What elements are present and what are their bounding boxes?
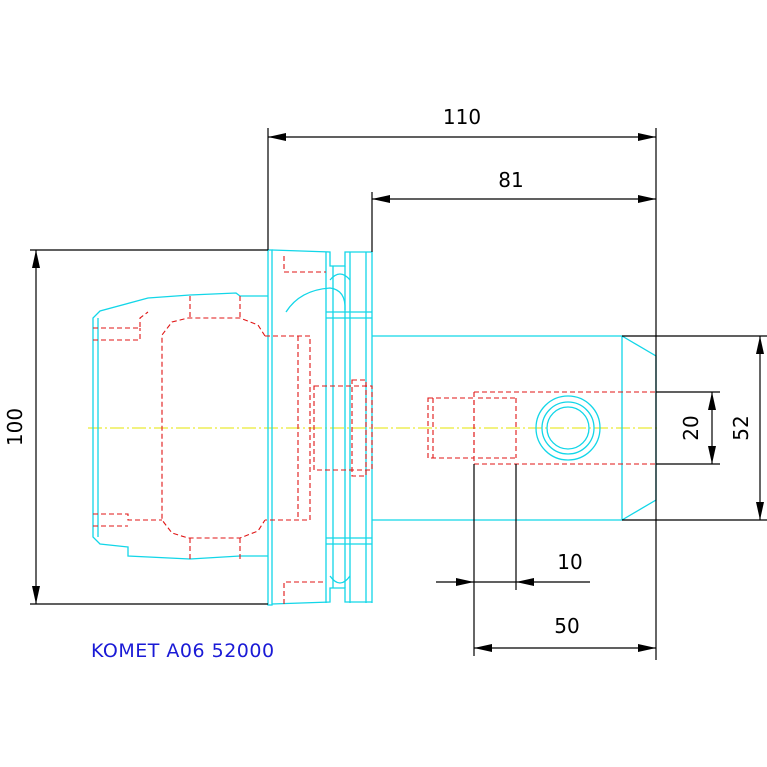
part-caption: KOMET A06 52000 bbox=[91, 640, 275, 662]
tool-holder-outline bbox=[92, 249, 657, 606]
dimension-lines bbox=[30, 128, 767, 660]
dim-flange-diameter: 100 bbox=[3, 408, 27, 446]
hidden-lines bbox=[93, 256, 656, 604]
dim-overall-length: 110 bbox=[443, 105, 481, 129]
dim-shank-diameter: 52 bbox=[729, 415, 753, 440]
dim-slot-width: 10 bbox=[557, 550, 582, 574]
dim-bore-diameter: 20 bbox=[679, 415, 703, 440]
dim-bore-depth: 50 bbox=[554, 614, 579, 638]
dim-shank-length: 81 bbox=[498, 168, 523, 192]
